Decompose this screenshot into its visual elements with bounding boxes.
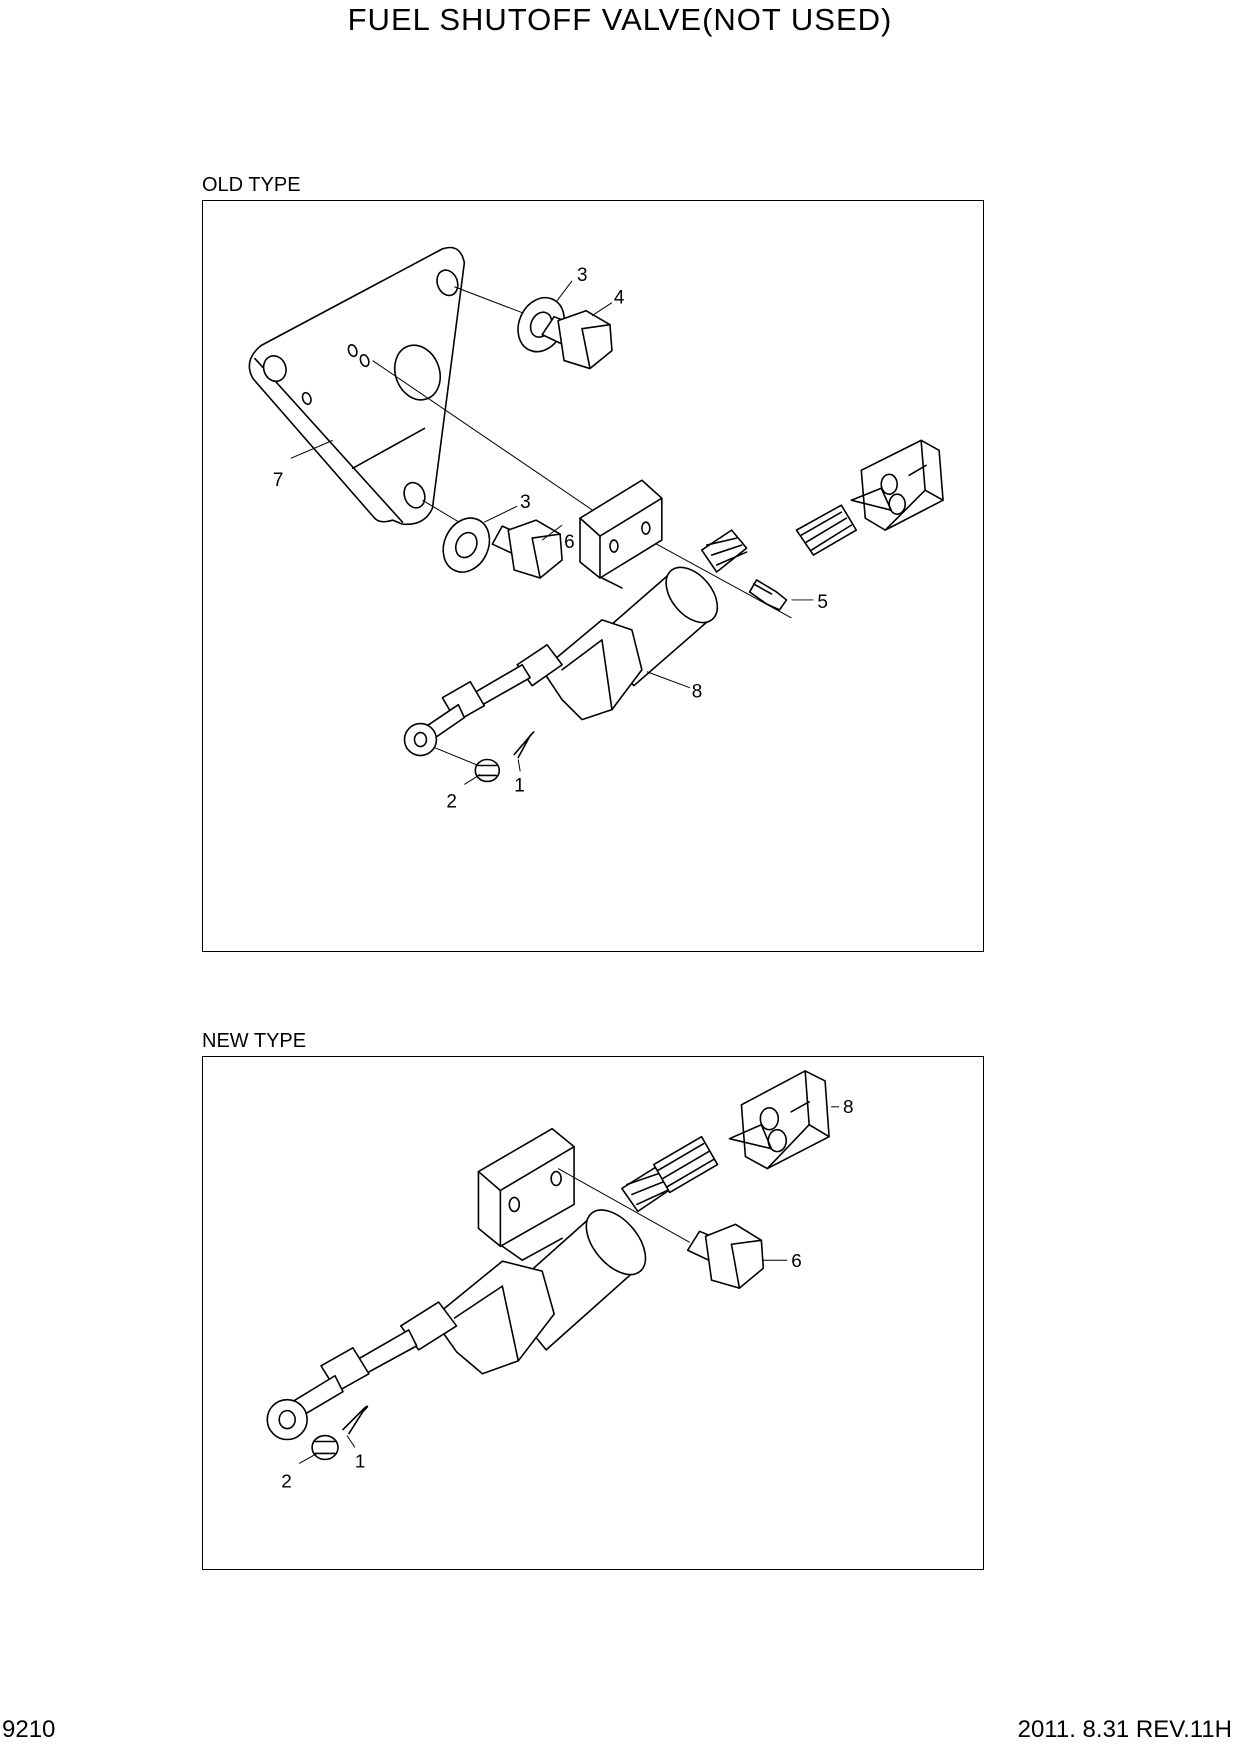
callout-1: 1 — [514, 775, 525, 796]
leader-3a — [556, 280, 573, 302]
callout-1: 1 — [355, 1451, 366, 1472]
callout-5: 5 — [817, 592, 828, 613]
leader-2 — [464, 774, 481, 785]
castle-nut-part — [474, 758, 501, 783]
leader-6 — [541, 524, 563, 541]
leader-7 — [290, 439, 333, 459]
plunger-rod-part — [403, 644, 563, 757]
mounting-bracket-part — [248, 246, 466, 526]
revision-label: 2011. 8.31 REV.11H — [1017, 1716, 1232, 1743]
cotter-pin-part — [342, 1405, 369, 1435]
callout-3-lower: 3 — [520, 492, 531, 513]
leader-4 — [591, 302, 613, 317]
callout-2: 2 — [281, 1471, 292, 1492]
page-title: FUEL SHUTOFF VALVE(NOT USED) — [347, 2, 893, 37]
new-type-diagram-frame: 8 6 2 1 — [202, 1056, 984, 1570]
callout-2: 2 — [446, 791, 457, 812]
callout-8: 8 — [843, 1097, 854, 1118]
washer-lower-part — [442, 517, 491, 573]
plunger-rod-part — [266, 1301, 458, 1441]
solenoid-body-part — [541, 529, 748, 721]
castle-nut-part — [311, 1434, 339, 1461]
bolt-6-part — [686, 1223, 765, 1289]
callout-7: 7 — [273, 470, 284, 491]
spring-part — [795, 504, 858, 556]
solenoid-bracket-part — [477, 1127, 575, 1262]
solenoid-body-part — [431, 1165, 673, 1375]
bolt-4-part — [541, 309, 613, 370]
callout-6: 6 — [564, 532, 575, 553]
page-number: 9210 — [2, 1716, 56, 1743]
leader-1 — [346, 1435, 356, 1448]
leader-2 — [298, 1453, 318, 1464]
spring-part — [652, 1135, 719, 1194]
new-type-diagram: 8 6 2 1 — [266, 1070, 854, 1492]
leader-8 — [646, 671, 690, 689]
old-type-label: OLD TYPE — [202, 174, 301, 196]
connector-part — [728, 1070, 830, 1170]
leader-1 — [517, 759, 521, 772]
callout-3-upper: 3 — [577, 265, 588, 286]
leader-3b — [484, 505, 518, 523]
connector-part — [850, 439, 944, 531]
callout-8: 8 — [692, 682, 703, 703]
solenoid-bracket-part — [579, 479, 663, 589]
callout-6: 6 — [791, 1251, 802, 1272]
callout-4: 4 — [614, 288, 625, 309]
bolt-6-part — [491, 519, 563, 579]
small-bolt-5-part — [748, 579, 788, 611]
new-type-label: NEW TYPE — [202, 1030, 307, 1052]
old-type-diagram-frame: 3 4 7 3 6 5 8 2 1 — [202, 200, 984, 952]
old-type-diagram: 3 4 7 3 6 5 8 2 1 — [248, 246, 944, 812]
cotter-pin-part — [513, 731, 535, 759]
